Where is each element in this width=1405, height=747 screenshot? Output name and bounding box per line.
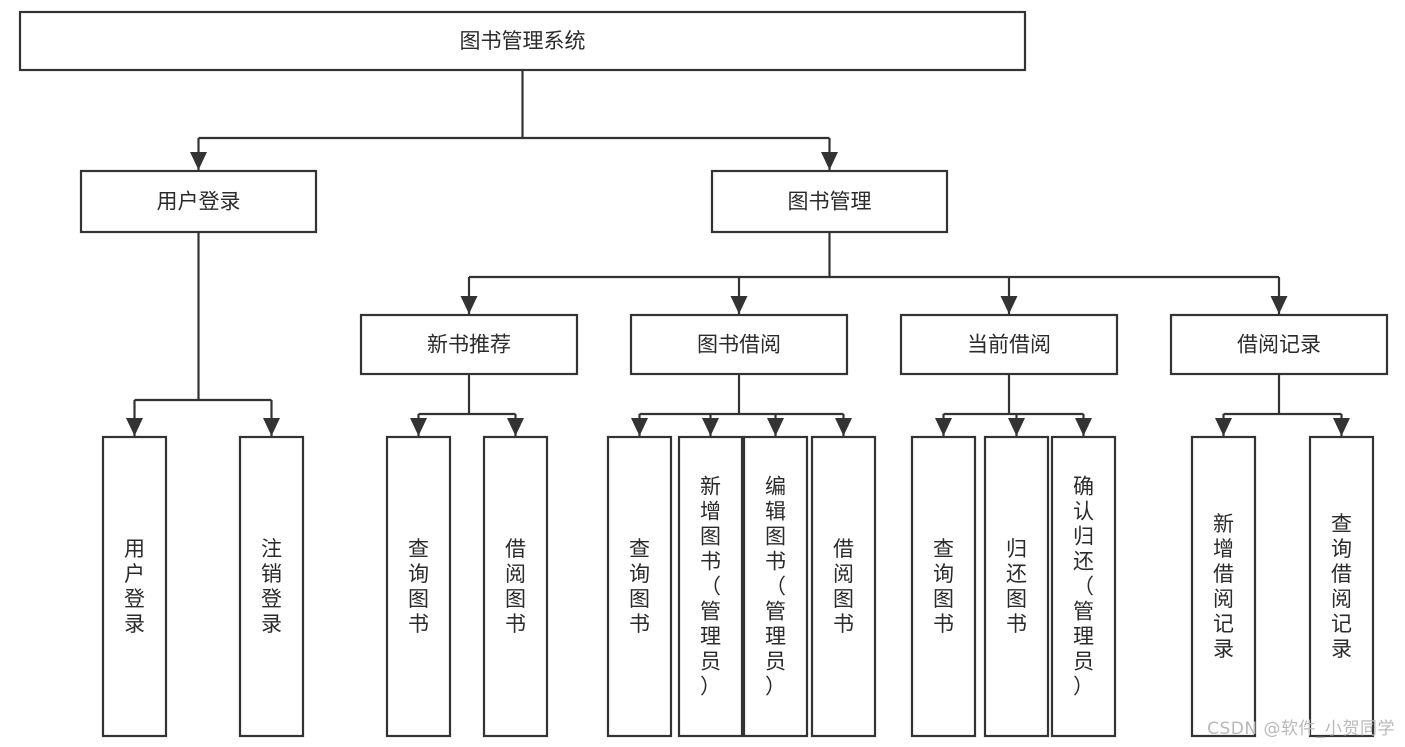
arrow-head-icon <box>702 418 719 436</box>
node-label: 新增图书（管理员） <box>700 475 721 699</box>
node-label: 新书推荐 <box>427 333 511 357</box>
node-boxes-layer: 图书管理系统用户登录图书管理新书推荐图书借阅当前借阅借阅记录用户登录注销登录查询… <box>18 10 1389 738</box>
node-box <box>710 169 949 234</box>
node-box <box>983 435 1050 738</box>
arrow-head-icon <box>190 152 207 170</box>
node-borrow-record[interactable]: 借阅记录 <box>1169 313 1389 376</box>
node-leaf-return-book[interactable]: 归还图书 <box>983 435 1050 738</box>
node-root-book-management-system[interactable]: 图书管理系统 <box>18 10 1027 72</box>
node-label: 图书管理 <box>788 190 872 214</box>
node-leaf-query-book-1[interactable]: 查询图书 <box>385 435 452 738</box>
arrow-head-icon <box>1008 418 1025 436</box>
node-book-management[interactable]: 图书管理 <box>710 169 949 234</box>
node-current-borrow[interactable]: 当前借阅 <box>899 313 1119 376</box>
node-box <box>79 169 318 234</box>
node-label: 当前借阅 <box>967 333 1051 357</box>
node-box <box>385 435 452 738</box>
node-box <box>18 10 1027 72</box>
connector-edges-layer <box>126 70 1350 436</box>
node-box <box>899 313 1119 376</box>
node-box <box>629 313 849 376</box>
node-label: 借阅图书 <box>833 537 854 636</box>
arrow-head-icon <box>730 296 748 314</box>
node-label: 借阅记录 <box>1237 333 1321 357</box>
arrow-head-icon <box>410 418 427 436</box>
node-box <box>238 435 305 738</box>
node-leaf-query-book-3[interactable]: 查询图书 <box>910 435 977 738</box>
node-box <box>1169 313 1389 376</box>
arrow-head-icon <box>1075 418 1092 436</box>
node-label: 编辑图书（管理员） <box>765 475 786 699</box>
node-leaf-query-book-2[interactable]: 查询图书 <box>606 435 673 738</box>
node-user-login[interactable]: 用户登录 <box>79 169 318 234</box>
node-leaf-user-logout[interactable]: 注销登录 <box>238 435 305 738</box>
node-label: 图书管理系统 <box>460 29 586 53</box>
arrow-head-icon <box>1215 418 1232 436</box>
node-box <box>482 435 549 738</box>
node-label: 新增借阅记录 <box>1213 512 1234 661</box>
arrow-head-icon <box>460 296 478 314</box>
arrow-head-icon <box>507 418 524 436</box>
node-box <box>1190 435 1257 738</box>
node-leaf-query-record[interactable]: 查询借阅记录 <box>1308 435 1375 738</box>
arrow-head-icon <box>767 418 784 436</box>
node-leaf-confirm-return[interactable]: 确认归还（管理员） <box>1050 435 1117 738</box>
arrow-head-icon <box>835 418 852 436</box>
arrow-head-icon <box>126 418 143 436</box>
node-leaf-user-login[interactable]: 用户登录 <box>101 435 168 738</box>
node-label: 查询图书 <box>408 537 429 636</box>
node-box <box>101 435 168 738</box>
node-label: 确认归还（管理员） <box>1073 475 1094 699</box>
node-label: 归还图书 <box>1006 537 1027 636</box>
node-label: 查询借阅记录 <box>1331 512 1352 661</box>
node-label: 图书借阅 <box>697 333 781 357</box>
csdn-watermark: CSDN @软件_小贺同学 <box>1207 719 1395 739</box>
arrow-head-icon <box>631 418 648 436</box>
node-leaf-add-book[interactable]: 新增图书（管理员） <box>677 435 744 738</box>
node-leaf-borrow-book-1[interactable]: 借阅图书 <box>482 435 549 738</box>
node-label: 查询图书 <box>933 537 954 636</box>
node-label: 用户登录 <box>124 537 145 636</box>
node-box <box>359 313 579 376</box>
node-label: 借阅图书 <box>505 537 526 636</box>
node-book-borrow[interactable]: 图书借阅 <box>629 313 849 376</box>
node-label: 注销登录 <box>261 537 282 636</box>
node-box <box>810 435 877 738</box>
node-box <box>606 435 673 738</box>
arrow-head-icon <box>935 418 952 436</box>
node-leaf-edit-book[interactable]: 编辑图书（管理员） <box>742 435 809 738</box>
arrow-head-icon <box>1000 296 1018 314</box>
node-box <box>1050 435 1117 738</box>
node-label: 查询图书 <box>629 537 650 636</box>
arrow-head-icon <box>1333 418 1350 436</box>
node-box <box>910 435 977 738</box>
node-box <box>677 435 744 738</box>
node-box <box>742 435 809 738</box>
arrow-head-icon <box>1270 296 1288 314</box>
node-box <box>1308 435 1375 738</box>
arrow-head-icon <box>821 152 838 170</box>
node-new-book-recommend[interactable]: 新书推荐 <box>359 313 579 376</box>
node-label: 用户登录 <box>157 190 241 214</box>
arrow-head-icon <box>263 418 280 436</box>
node-leaf-add-record[interactable]: 新增借阅记录 <box>1190 435 1257 738</box>
node-leaf-borrow-book-2[interactable]: 借阅图书 <box>810 435 877 738</box>
